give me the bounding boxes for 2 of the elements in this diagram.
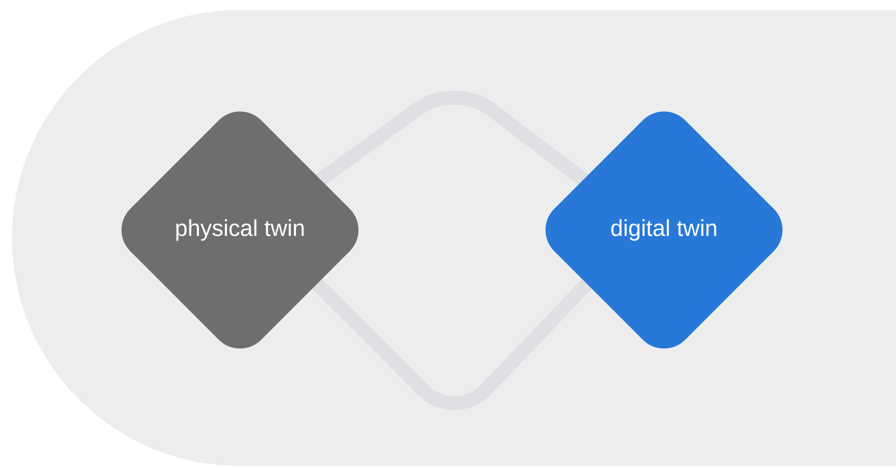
connector-line <box>310 277 594 410</box>
connector-line <box>314 90 590 187</box>
